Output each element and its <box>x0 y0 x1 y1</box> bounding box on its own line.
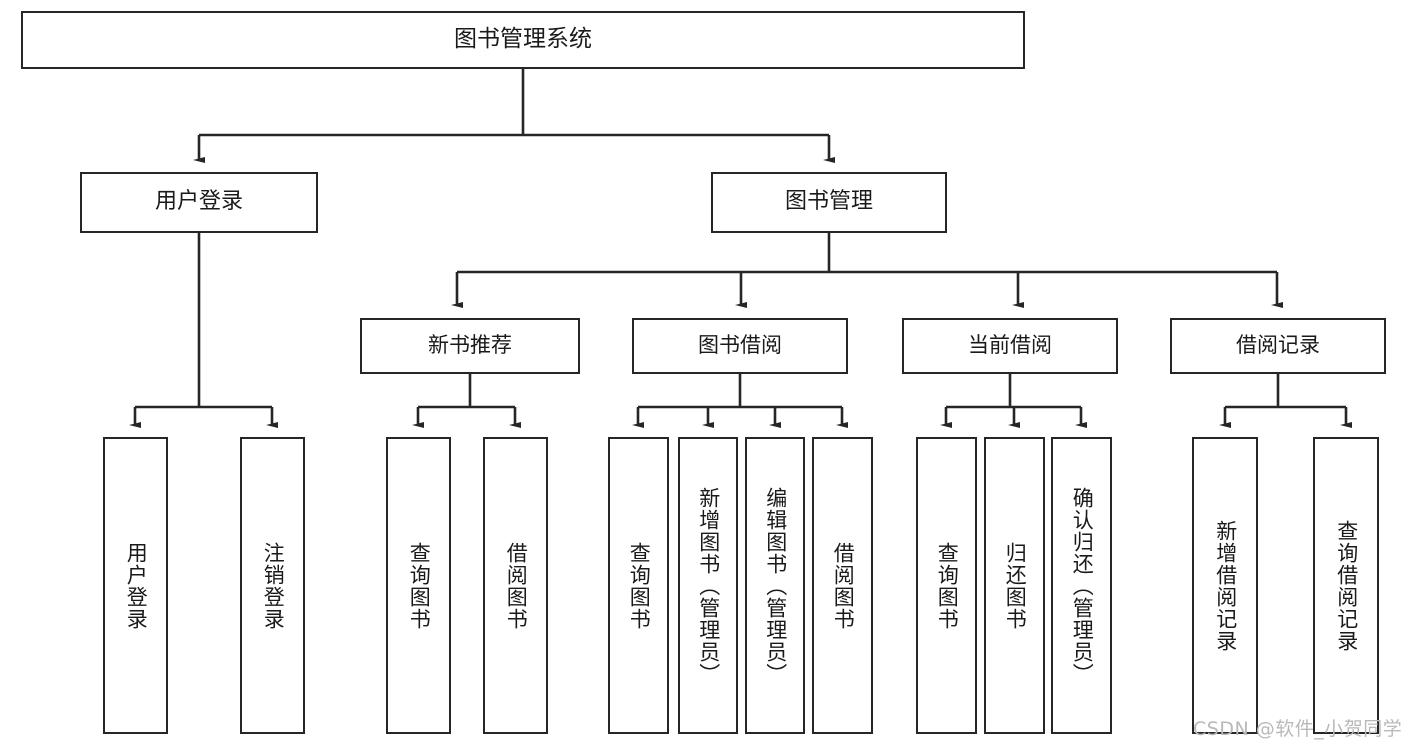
node-leaf-add-record[interactable]: 新增借阅记录 <box>1192 437 1258 734</box>
node-leaf-query-book-borrow[interactable]: 查询图书 <box>608 437 669 734</box>
node-book-borrow-label: 图书借阅 <box>698 333 782 358</box>
node-user-login-label: 用户登录 <box>154 189 243 215</box>
node-leaf-confirm-return[interactable]: 确认归还（管理员） <box>1051 437 1112 734</box>
node-new-book-recommend[interactable]: 新书推荐 <box>360 318 580 374</box>
node-leaf-add-book-label: 新增图书（管理员） <box>696 486 721 685</box>
node-leaf-add-book[interactable]: 新增图书（管理员） <box>678 437 738 734</box>
node-root-system[interactable]: 图书管理系统 <box>21 11 1025 69</box>
node-leaf-borrow-book-label: 借阅图书 <box>831 541 856 630</box>
node-leaf-user-login-label: 用户登录 <box>124 541 149 630</box>
node-leaf-borrow-book[interactable]: 借阅图书 <box>812 437 873 734</box>
node-leaf-logout[interactable]: 注销登录 <box>240 437 305 734</box>
node-leaf-edit-book[interactable]: 编辑图书（管理员） <box>745 437 805 734</box>
node-leaf-query-record[interactable]: 查询借阅记录 <box>1313 437 1379 734</box>
node-leaf-add-record-label: 新增借阅记录 <box>1213 519 1238 652</box>
node-new-book-recommend-label: 新书推荐 <box>428 333 512 358</box>
node-user-login[interactable]: 用户登录 <box>80 172 318 233</box>
node-leaf-edit-book-label: 编辑图书（管理员） <box>763 486 788 685</box>
node-borrow-record-label: 借阅记录 <box>1236 333 1320 358</box>
csdn-watermark: CSDN @软件_小贺同学 <box>1193 718 1403 740</box>
node-root-label: 图书管理系统 <box>454 26 592 53</box>
node-book-manage[interactable]: 图书管理 <box>711 172 947 233</box>
node-book-borrow[interactable]: 图书借阅 <box>632 318 848 374</box>
node-leaf-borrow-book-recommend[interactable]: 借阅图书 <box>483 437 548 734</box>
node-leaf-query-book-recommend[interactable]: 查询图书 <box>386 437 451 734</box>
node-leaf-confirm-return-label: 确认归还（管理员） <box>1070 486 1095 685</box>
node-leaf-user-login[interactable]: 用户登录 <box>103 437 168 734</box>
node-current-borrow[interactable]: 当前借阅 <box>902 318 1118 374</box>
node-borrow-record[interactable]: 借阅记录 <box>1170 318 1386 374</box>
node-leaf-return-book[interactable]: 归还图书 <box>984 437 1045 734</box>
node-leaf-query-book-recommend-label: 查询图书 <box>407 541 432 630</box>
node-leaf-return-book-label: 归还图书 <box>1003 541 1028 630</box>
node-book-manage-label: 图书管理 <box>784 189 873 215</box>
node-leaf-logout-label: 注销登录 <box>261 541 286 630</box>
node-leaf-query-book-current[interactable]: 查询图书 <box>916 437 977 734</box>
node-current-borrow-label: 当前借阅 <box>968 333 1052 358</box>
node-leaf-query-record-label: 查询借阅记录 <box>1334 519 1359 652</box>
node-leaf-query-book-current-label: 查询图书 <box>935 541 960 630</box>
node-leaf-borrow-book-recommend-label: 借阅图书 <box>504 541 529 630</box>
node-leaf-query-book-borrow-label: 查询图书 <box>627 541 652 630</box>
